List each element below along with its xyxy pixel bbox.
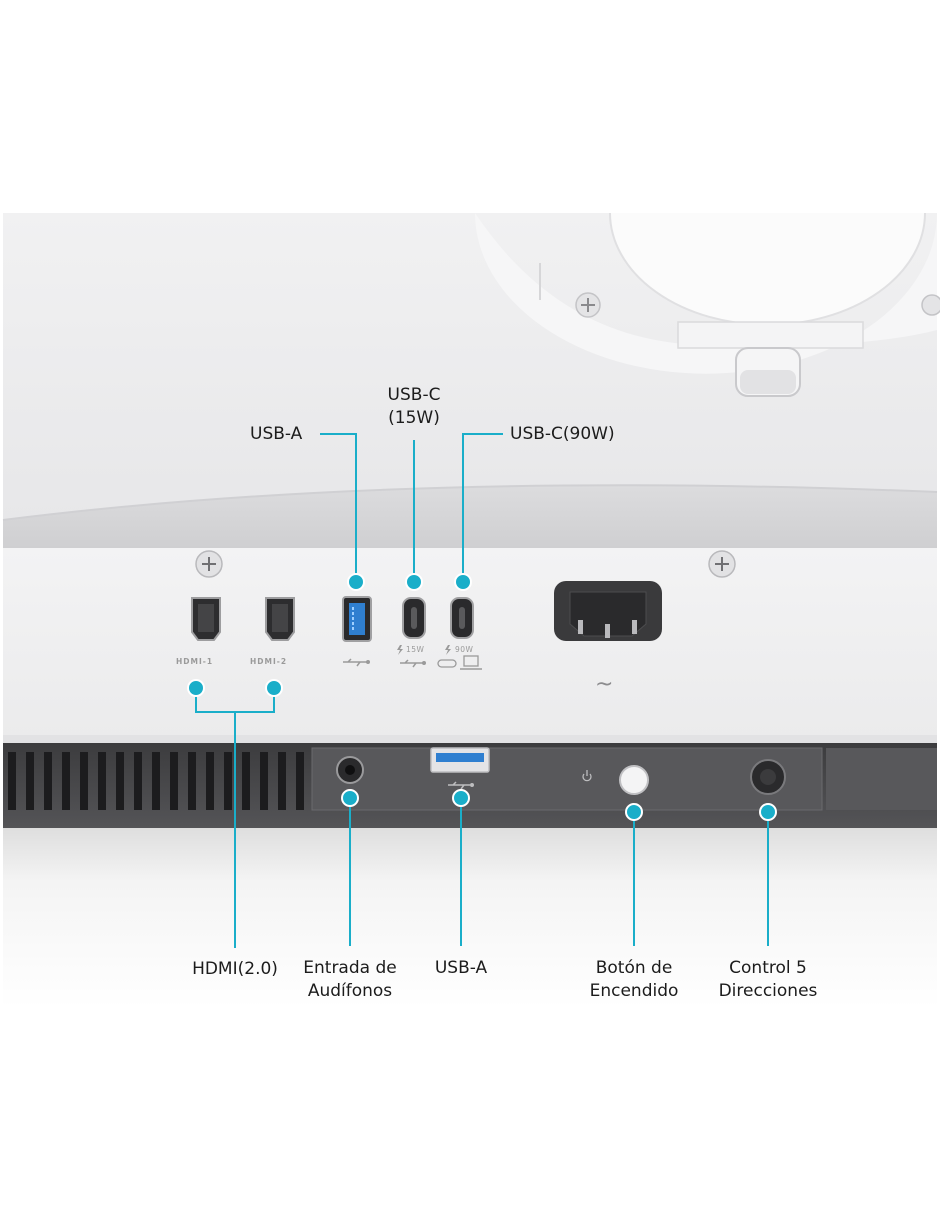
label-headphones-line2: Audífonos xyxy=(307,981,393,1001)
usbc-90w-marking: 90W xyxy=(455,645,474,654)
callout-lines xyxy=(195,433,769,948)
usb-a-port-bottom xyxy=(430,747,490,790)
headphone-jack xyxy=(336,756,364,784)
usbc-15w-marking: 15W xyxy=(406,645,425,654)
label-power-button: Botón de Encendido xyxy=(574,957,694,1003)
hdmi1-marking: HDMI-1 xyxy=(176,657,214,666)
panel-screw-left xyxy=(195,550,223,578)
monitor-housing xyxy=(2,212,940,743)
usb-a-port-top xyxy=(342,596,372,642)
label-headphones: Entrada de Audífonos xyxy=(290,957,410,1003)
label-control-line1: Control 5 xyxy=(729,958,807,978)
label-usb-c-90w: USB-C(90W) xyxy=(510,424,615,444)
label-hdmi: HDMI(2.0) xyxy=(192,959,278,979)
5-way-joystick[interactable] xyxy=(750,759,786,795)
label-usb-a-top: USB-A xyxy=(250,424,303,444)
hdmi-port-2 xyxy=(265,597,295,641)
usb-c-laptop-icon xyxy=(437,655,482,670)
power-button[interactable] xyxy=(619,765,649,795)
label-headphones-line1: Entrada de xyxy=(303,958,397,978)
ac-power-inlet xyxy=(554,581,662,641)
power-icon xyxy=(582,770,592,782)
label-power-button-line1: Botón de xyxy=(595,958,673,978)
hdmi2-marking: HDMI-2 xyxy=(250,657,288,666)
vent-grille xyxy=(8,752,304,810)
ac-marking: ~ xyxy=(595,672,614,697)
panel-screw-right xyxy=(708,550,736,578)
callout-dots xyxy=(187,573,777,821)
usb-symbol-icon xyxy=(343,658,370,667)
label-power-button-line2: Encendido xyxy=(589,981,679,1001)
usb-c-port-90w xyxy=(450,597,474,639)
label-control-line2: Direcciones xyxy=(718,981,818,1001)
usb-c-port-15w xyxy=(402,597,426,639)
label-usb-a-bottom: USB-A xyxy=(434,958,488,978)
label-usb-c-15w-line1: USB-C xyxy=(387,385,441,405)
label-usb-c-15w: USB-C (15W) xyxy=(378,384,450,430)
usb-symbol-icon xyxy=(400,659,426,668)
label-control: Control 5 Direcciones xyxy=(708,957,828,1003)
label-usb-c-15w-line2: (15W) xyxy=(388,408,440,428)
lightning-icon xyxy=(397,645,451,655)
hdmi-port-1 xyxy=(191,597,221,641)
